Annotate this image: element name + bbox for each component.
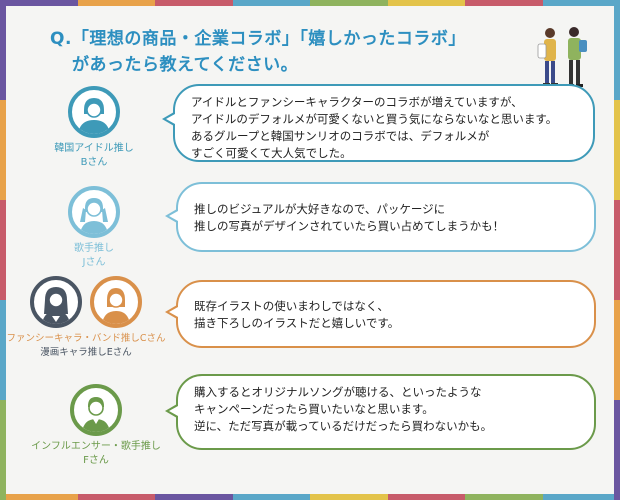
avatar-pair <box>6 276 166 328</box>
comment-line: 逆に、ただ写真が載っているだけだったら買わないかも。 <box>194 419 493 433</box>
bubble-tail-inner <box>169 307 178 317</box>
comment-line: 描き下ろしのイラストだと嬉しいです。 <box>194 316 400 330</box>
speaker-label: 歌手推し <box>74 243 114 254</box>
speaker-name: Jさん <box>82 257 106 268</box>
speaker-c-e: ファンシーキャラ・バンド推しCさん 漫画キャラ推しEさん <box>6 276 166 360</box>
comment-line: すごく可愛くて大人気でした。 <box>191 146 352 160</box>
speaker-name: Bさん <box>80 157 108 168</box>
speaker-label: ファンシーキャラ・バンド推しCさん <box>6 333 166 344</box>
speaker-name: 漫画キャラ推しEさん <box>40 347 132 358</box>
walking-people-icon <box>537 27 587 87</box>
man-short-hair-icon <box>70 384 122 436</box>
speaker-label: インフルエンサー・歌手推し <box>31 441 161 452</box>
speaker-j: 歌手推し Jさん <box>34 186 154 270</box>
content-panel: Q.「理想の商品・企業コラボ」「嬉しかったコラボ」 があったら教えてください。 … <box>6 6 614 494</box>
frame-top <box>0 0 620 6</box>
bubble-tail-inner <box>169 211 178 221</box>
frame-left <box>0 0 6 500</box>
speaker-name: Fさん <box>83 455 109 466</box>
speaker-label: 韓国アイドル推し <box>54 143 134 154</box>
comment-bubble: アイドルとファンシーキャラクターのコラボが増えていますが、 アイドルのデフォルメ… <box>173 84 595 162</box>
comment-line: 購入するとオリジナルソングが聴ける、といったような <box>194 385 482 399</box>
page-title: Q.「理想の商品・企業コラボ」「嬉しかったコラボ」 があったら教えてください。 <box>50 26 466 78</box>
comment-bubble: 既存イラストの使いまわしではなく、 描き下ろしのイラストだと嬉しいです。 <box>176 280 596 348</box>
comment-line: アイドルとファンシーキャラクターのコラボが増えていますが、 <box>191 95 523 109</box>
frame-right <box>614 0 620 500</box>
comment-line: 既存イラストの使いまわしではなく、 <box>194 299 389 313</box>
comment-line: 推しの写真がデザインされていたら買い占めてしまうかも！ <box>194 219 505 233</box>
comment-bubble: 推しのビジュアルが大好きなので、パッケージに 推しの写真がデザインされていたら買… <box>176 182 596 252</box>
woman-bob-hair-icon <box>90 276 142 328</box>
comment-line: アイドルのデフォルメが可愛くないと買う気にならないなと思います。 <box>191 112 558 126</box>
title-line-2: があったら教えてください。 <box>72 55 299 75</box>
comment-line: 推しのビジュアルが大好きなので、パッケージに <box>194 202 446 216</box>
speaker-f: インフルエンサー・歌手推し Fさん <box>26 384 166 468</box>
comment-line: あるグループと韓国サンリオのコラボでは、デフォルメが <box>191 129 490 143</box>
woman-short-hair-icon <box>68 86 120 138</box>
title-line-1: Q.「理想の商品・企業コラボ」「嬉しかったコラボ」 <box>50 29 466 49</box>
comment-line: キャンペーンだったら買いたいなと思います。 <box>194 402 434 416</box>
speaker-b: 韓国アイドル推し Bさん <box>34 86 154 170</box>
frame-bottom <box>0 494 620 500</box>
woman-long-hair-icon <box>30 276 82 328</box>
woman-pigtails-icon <box>68 186 120 238</box>
bubble-tail-inner <box>166 114 175 124</box>
comment-bubble: 購入するとオリジナルソングが聴ける、といったような キャンペーンだったら買いたい… <box>176 374 596 450</box>
bubble-tail-inner <box>169 406 178 416</box>
